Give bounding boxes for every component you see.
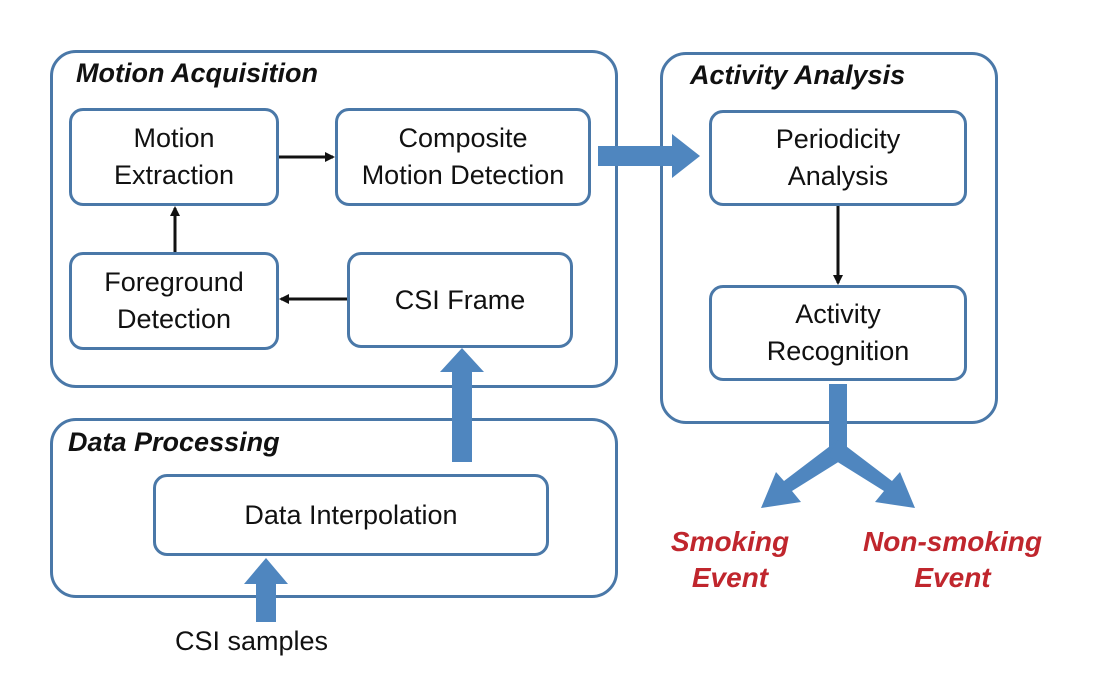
- smoking-event-line-1: Smoking: [670, 526, 790, 557]
- flow-arrow-acquisition-to-analysis: [598, 134, 700, 178]
- smoking-event-label: Smoking Event: [655, 524, 805, 596]
- foreground-detection-box: Foreground Detection: [69, 252, 279, 350]
- data-processing-title: Data Processing: [68, 427, 280, 457]
- periodicity-analysis-line-2: Analysis: [787, 161, 889, 191]
- flow-arrow-fork-to-outcomes: [761, 384, 915, 508]
- flow-arrow-samples-to-interpolation: [244, 558, 288, 622]
- data-interpolation-label: Data Interpolation: [244, 499, 458, 530]
- foreground-detection-line-1: Foreground: [104, 267, 244, 297]
- motion-extraction-line-1: Motion: [133, 123, 215, 153]
- motion-extraction-line-2: Extraction: [113, 160, 235, 190]
- periodicity-analysis-box: Periodicity Analysis: [709, 110, 967, 206]
- csi-samples-label: CSI samples: [175, 626, 329, 656]
- csi-frame-box: CSI Frame: [347, 252, 573, 348]
- composite-motion-detection-box: Composite Motion Detection: [335, 108, 591, 206]
- activity-recognition-box: Activity Recognition: [709, 285, 967, 381]
- non-smoking-event-line-1: Non-smoking: [863, 526, 1042, 557]
- activity-analysis-title: Activity Analysis: [690, 60, 906, 90]
- activity-recognition-line-1: Activity: [795, 299, 881, 329]
- non-smoking-event-label: Non-smoking Event: [845, 524, 1060, 596]
- flow-arrow-processing-to-csiframe: [440, 348, 484, 462]
- motion-extraction-box: Motion Extraction: [69, 108, 279, 206]
- periodicity-analysis-line-1: Periodicity: [775, 124, 901, 154]
- foreground-detection-line-2: Detection: [116, 304, 232, 334]
- composite-motion-line-2: Motion Detection: [361, 160, 565, 190]
- csi-frame-label: CSI Frame: [394, 284, 526, 315]
- motion-acquisition-title: Motion Acquisition: [76, 58, 318, 88]
- activity-recognition-line-2: Recognition: [766, 336, 910, 366]
- composite-motion-line-1: Composite: [398, 123, 528, 153]
- non-smoking-event-line-2: Event: [914, 562, 991, 593]
- smoking-event-line-2: Event: [691, 562, 769, 593]
- data-interpolation-box: Data Interpolation: [153, 474, 549, 556]
